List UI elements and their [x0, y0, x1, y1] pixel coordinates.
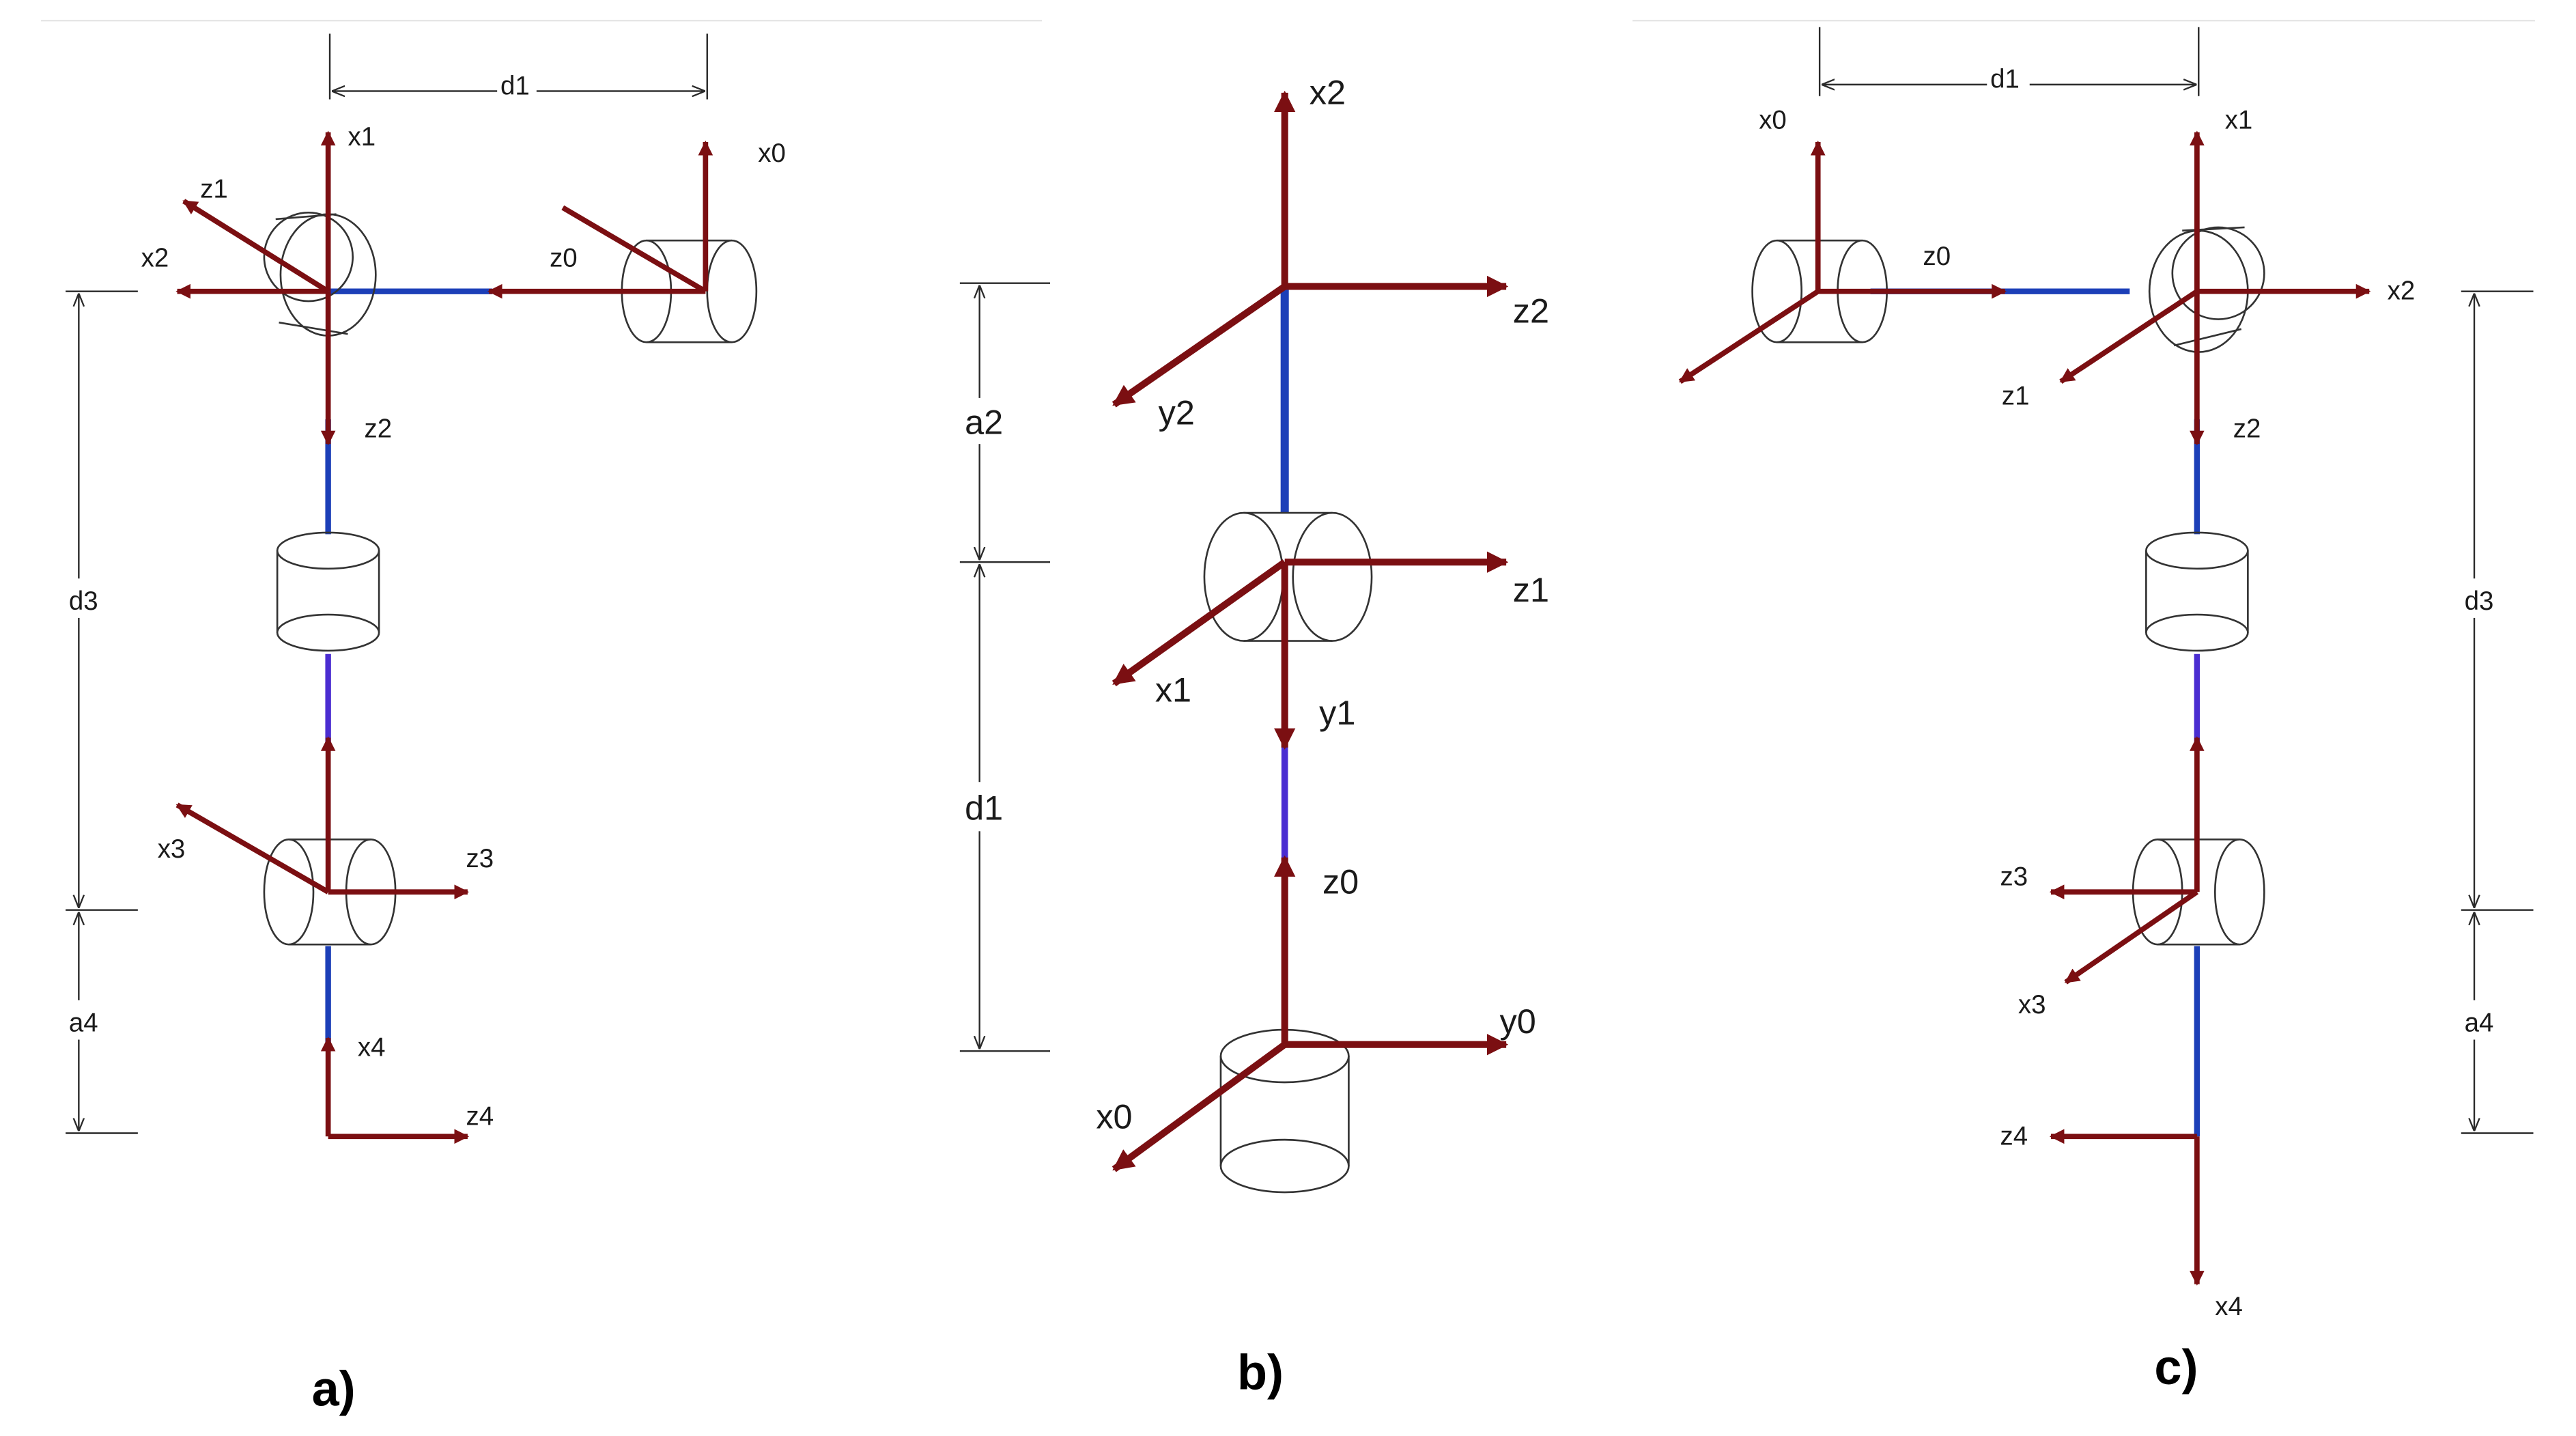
panel-c-z1-axis: [2059, 289, 2198, 384]
panel-c-z3-label: z3: [2000, 862, 2028, 892]
panel-b-y0-label: y0: [1500, 1002, 1536, 1041]
panel-c-z1-label: z1: [2002, 381, 2030, 410]
panel-b-x0-axis: [1112, 1041, 1287, 1172]
panel-c-x4-label: x4: [2215, 1292, 2243, 1321]
panel-a-z2-label: z2: [365, 414, 393, 444]
panel-b-x1-axis: [1112, 559, 1287, 687]
panel-c-z2-label: z2: [2233, 414, 2261, 444]
panel-c-caption: c): [2154, 1340, 2198, 1395]
panel-a-d3-label: d3: [69, 587, 98, 616]
panel-b-y2-axis: [1112, 283, 1287, 408]
panel-b-d1-label: d1: [965, 788, 1003, 827]
panel-c-z4-label: z4: [2000, 1121, 2028, 1151]
panel-a-z1-axis: [182, 199, 330, 294]
panel-a-caption: a): [312, 1362, 356, 1416]
panel-a-joint-1: [263, 211, 377, 337]
panel-b: x2 z2 y2 z1 x1 y1 z0 y0 x0 a2 d1 b): [959, 73, 1549, 1400]
panel-a-dimensions: [66, 33, 708, 1134]
panel-b-x0-label: x0: [1096, 1097, 1132, 1136]
panel-c-x3-label: x3: [2018, 990, 2046, 1019]
panel-b-x1-label: x1: [1155, 670, 1191, 709]
panel-a-joint-2: [276, 531, 380, 652]
panel-a-z0-label: z0: [550, 244, 578, 273]
panel-b-z2-label: z2: [1513, 291, 1549, 330]
panel-c-x2-label: x2: [2388, 277, 2416, 306]
panel-a-a4-label: a4: [69, 1009, 98, 1038]
panel-c-frame0-diag: [1678, 289, 1820, 384]
panel-c-a4-label: a4: [2465, 1009, 2494, 1038]
panel-c-d1-label: d1: [1990, 65, 2020, 94]
panel-c-d3-label: d3: [2465, 587, 2494, 616]
panel-b-z0-label: z0: [1322, 862, 1359, 901]
panel-a-x4-label: x4: [358, 1033, 386, 1062]
panel-a: x0 z0 x1 z1 x2 z2 x3 z3 x4 z4 d1 d3 a4 a…: [66, 33, 786, 1416]
panel-b-caption: b): [1237, 1345, 1284, 1400]
panel-c-z0-label: z0: [1923, 242, 1951, 271]
panel-b-z1-label: z1: [1513, 570, 1549, 609]
panel-c-dimensions: [1818, 27, 2534, 1134]
panel-a-z4-label: z4: [466, 1101, 494, 1131]
panel-a-x3-label: x3: [158, 834, 186, 864]
panel-c-x1-label: x1: [2225, 106, 2253, 135]
panel-a-x3-axis: [175, 802, 330, 895]
panel-b-x2-label: x2: [1310, 73, 1346, 112]
panel-c: x0 z0 x1 z1 x2 z2 z3 x3 z4 x4 d1 d3 a4 c…: [1678, 27, 2534, 1395]
panel-a-d1-label: d1: [500, 71, 530, 100]
panel-a-z1-label: z1: [200, 175, 228, 204]
panel-b-a2-label: a2: [965, 403, 1003, 442]
panel-c-x3-axis: [2064, 890, 2199, 985]
panel-a-frame0-diag: [561, 205, 707, 294]
panel-a-z3-label: z3: [466, 844, 494, 873]
panel-c-joint-2: [2145, 531, 2249, 652]
panel-a-x0-label: x0: [758, 139, 786, 168]
panel-a-x1-label: x1: [348, 122, 376, 152]
panel-c-x0-label: x0: [1759, 106, 1787, 135]
panel-b-y2-label: y2: [1159, 393, 1195, 432]
panel-a-x2-label: x2: [141, 244, 169, 273]
panel-b-y1-label: y1: [1319, 693, 1355, 732]
panel-b-joint-0: [1219, 1028, 1350, 1194]
